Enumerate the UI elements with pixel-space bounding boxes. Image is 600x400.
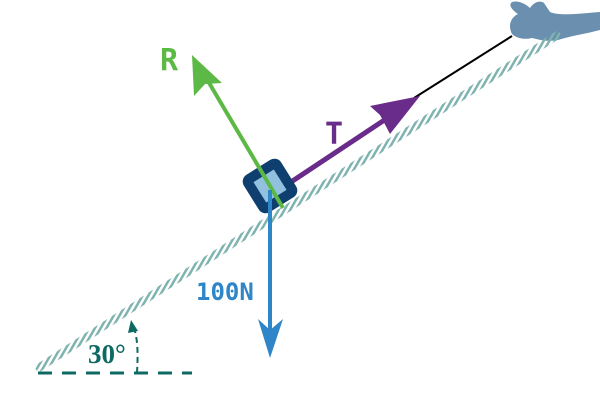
- weight-arrowhead: [258, 319, 283, 358]
- reaction-arrowhead: [192, 55, 222, 96]
- hand-icon: [510, 1, 600, 41]
- string: [413, 35, 513, 99]
- reaction-label: R: [160, 43, 179, 78]
- tension-label: T: [325, 117, 343, 152]
- angle-arrowhead: [128, 320, 138, 333]
- tension-arrowhead: [370, 96, 420, 134]
- angle-arc: [133, 327, 139, 374]
- inclined-plane: [34, 30, 562, 373]
- reaction-arrow-shaft: [203, 74, 285, 210]
- weight-label: 100N: [196, 278, 254, 306]
- angle-label: 30°: [88, 339, 126, 369]
- tension-arrow-shaft: [283, 108, 400, 189]
